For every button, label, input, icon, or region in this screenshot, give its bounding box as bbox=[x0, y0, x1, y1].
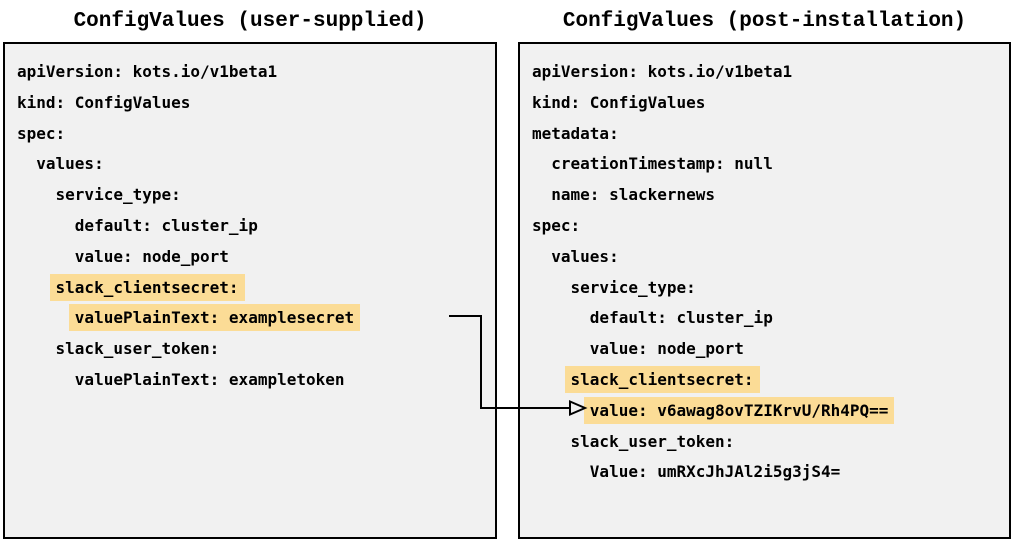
code-line: spec: bbox=[17, 119, 495, 150]
code-line: slack_clientsecret: bbox=[17, 273, 495, 304]
code-text: spec: bbox=[17, 123, 66, 143]
highlighted-code-text: value: v6awag8ovTZIKrvU/Rh4PQ== bbox=[583, 396, 895, 424]
code-line: value: node_port bbox=[532, 334, 1009, 365]
user-supplied-config-panel: apiVersion: kots.io/v1beta1 kind: ConfigV… bbox=[3, 42, 497, 539]
code-text: value: node_port bbox=[589, 339, 744, 359]
code-text: kind: ConfigValues bbox=[532, 92, 706, 112]
code-text: metadata: bbox=[532, 123, 619, 143]
code-text: service_type: bbox=[55, 185, 181, 205]
code-text: default: cluster_ip bbox=[589, 308, 773, 328]
code-text: spec: bbox=[532, 215, 581, 235]
code-text: kind: ConfigValues bbox=[17, 92, 191, 112]
code-line: name: slackernews bbox=[532, 180, 1009, 211]
code-line: default: cluster_ip bbox=[17, 211, 495, 242]
code-line: value: v6awag8ovTZIKrvU/Rh4PQ== bbox=[532, 396, 1009, 427]
code-line: apiVersion: kots.io/v1beta1 bbox=[17, 57, 495, 88]
highlighted-code-text: slack_clientsecret: bbox=[564, 365, 760, 393]
code-line: creationTimestamp: null bbox=[532, 149, 1009, 180]
user-supplied-panel-title: ConfigValues (user-supplied) bbox=[73, 10, 427, 33]
code-line: slack_clientsecret: bbox=[532, 365, 1009, 396]
code-text: slack_user_token: bbox=[570, 431, 735, 451]
code-text: Value: umRXcJhJAl2i5g3jS4= bbox=[589, 462, 841, 482]
highlighted-code-text: slack_clientsecret: bbox=[49, 273, 245, 301]
code-text: values: bbox=[36, 154, 104, 174]
code-line: values: bbox=[532, 242, 1009, 273]
code-line: spec: bbox=[532, 211, 1009, 242]
code-line: apiVersion: kots.io/v1beta1 bbox=[532, 57, 1009, 88]
code-line: value: node_port bbox=[17, 242, 495, 273]
post-installation-code-block: apiVersion: kots.io/v1beta1 kind: ConfigV… bbox=[520, 44, 1009, 488]
highlighted-code-text: valuePlainText: examplesecret bbox=[68, 304, 361, 332]
code-line: valuePlainText: examplesecret bbox=[17, 303, 495, 334]
code-line: slack_user_token: bbox=[532, 427, 1009, 458]
code-text: valuePlainText: exampletoken bbox=[74, 369, 345, 389]
post-installation-panel-title: ConfigValues (post-installation) bbox=[562, 10, 967, 33]
code-text: service_type: bbox=[570, 277, 696, 297]
post-installation-config-panel: apiVersion: kots.io/v1beta1 kind: ConfigV… bbox=[518, 42, 1011, 539]
code-text: name: slackernews bbox=[551, 185, 716, 205]
code-line: valuePlainText: exampletoken bbox=[17, 365, 495, 396]
code-text: apiVersion: kots.io/v1beta1 bbox=[532, 62, 793, 81]
code-line: service_type: bbox=[532, 273, 1009, 304]
code-line: default: cluster_ip bbox=[532, 303, 1009, 334]
code-line: kind: ConfigValues bbox=[17, 88, 495, 119]
code-text: creationTimestamp: null bbox=[551, 154, 773, 174]
code-text: apiVersion: kots.io/v1beta1 bbox=[17, 62, 278, 81]
code-line: metadata: bbox=[532, 119, 1009, 150]
code-text: value: node_port bbox=[74, 246, 229, 266]
code-text: slack_user_token: bbox=[55, 339, 220, 359]
code-line: kind: ConfigValues bbox=[532, 88, 1009, 119]
user-supplied-code-block: apiVersion: kots.io/v1beta1 kind: ConfigV… bbox=[5, 44, 495, 396]
code-line: values: bbox=[17, 149, 495, 180]
code-text: values: bbox=[551, 246, 619, 266]
code-text: default: cluster_ip bbox=[74, 215, 258, 235]
code-line: Value: umRXcJhJAl2i5g3jS4= bbox=[532, 457, 1009, 488]
code-line: slack_user_token: bbox=[17, 334, 495, 365]
code-line: service_type: bbox=[17, 180, 495, 211]
